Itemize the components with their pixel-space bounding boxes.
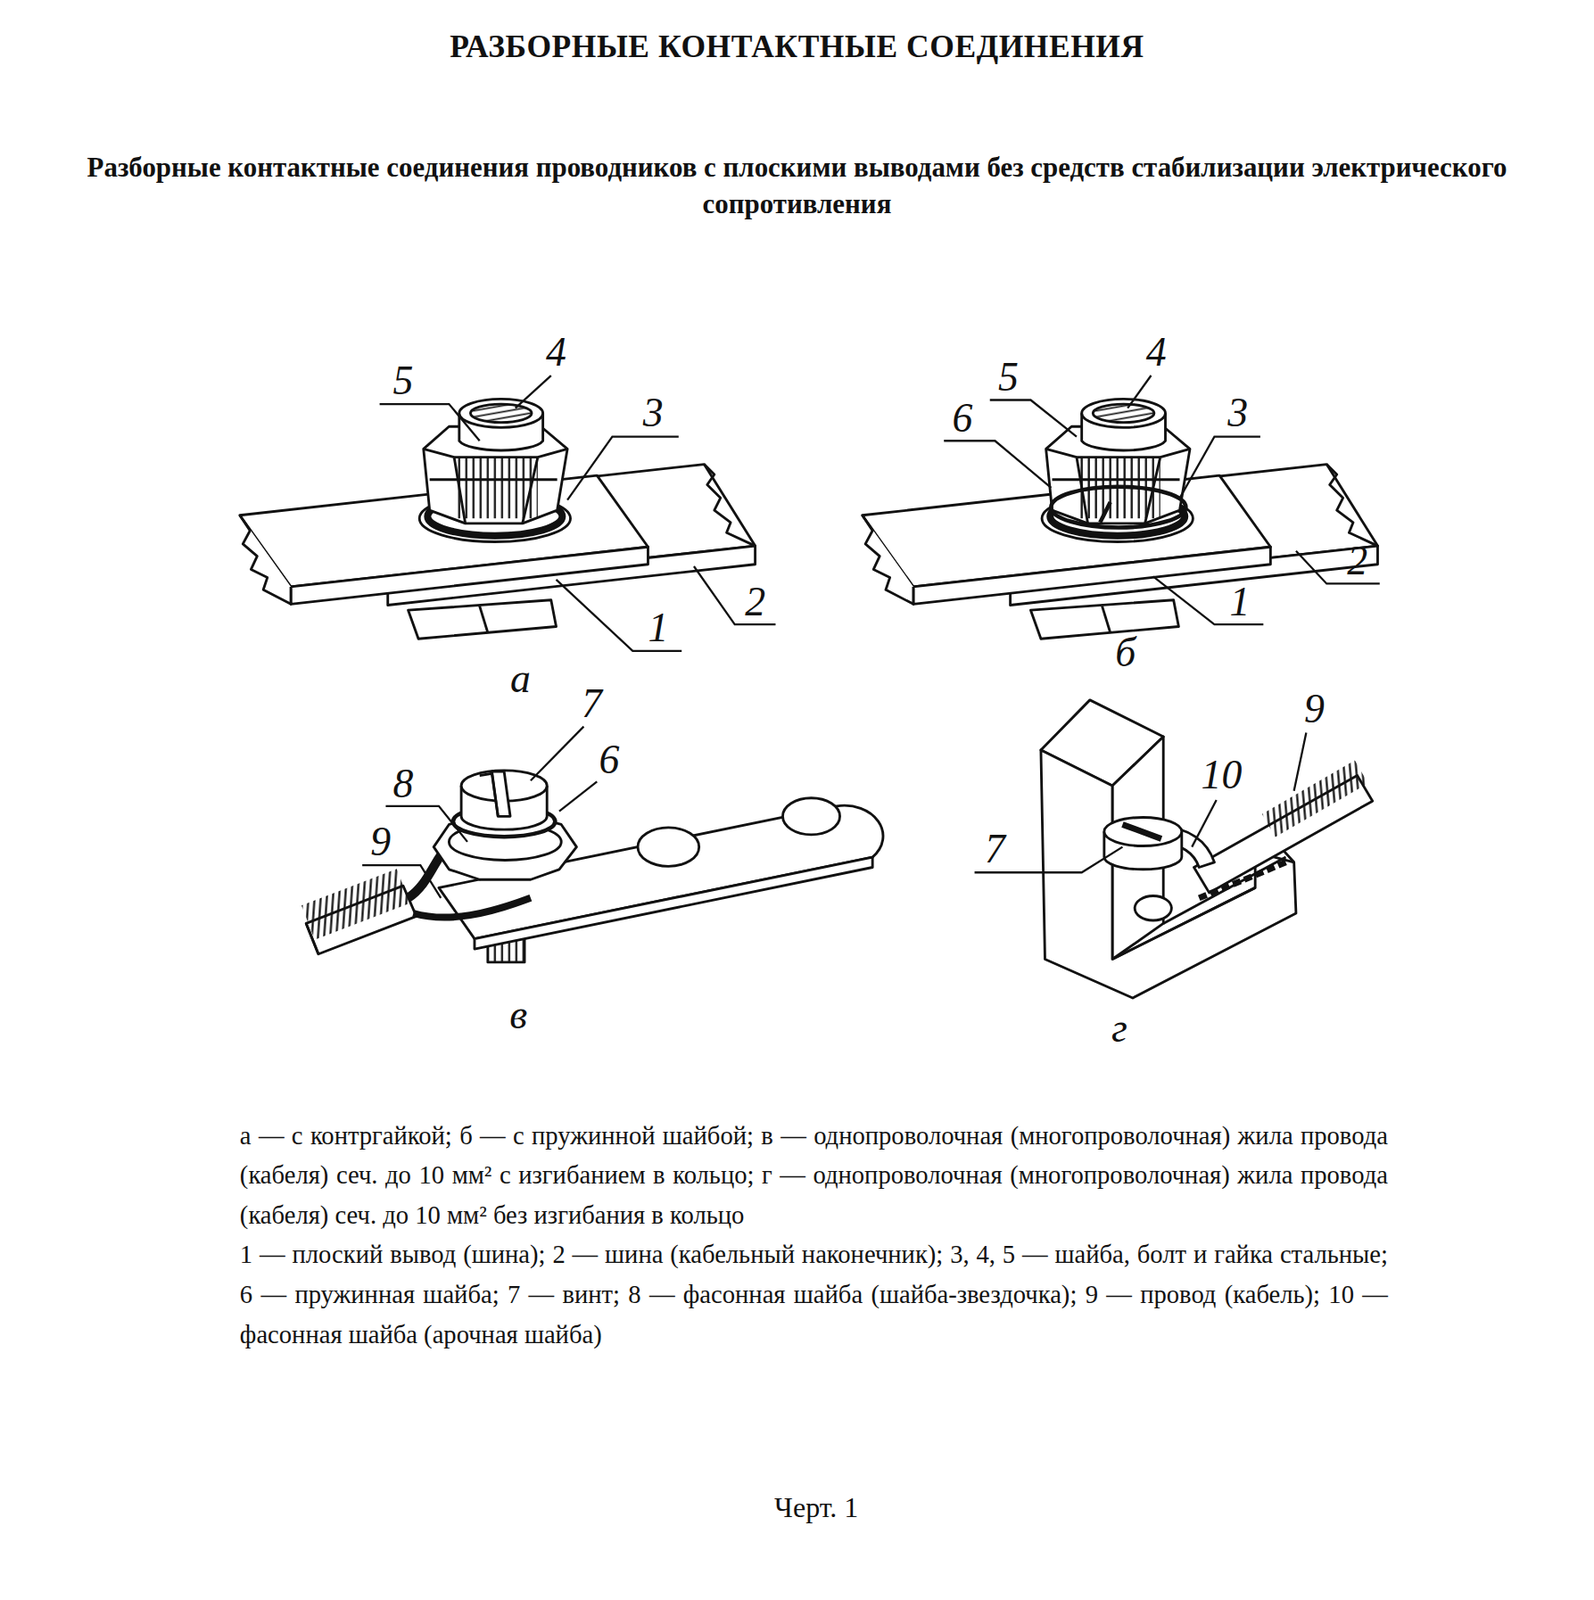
figure-letter: г xyxy=(1111,1007,1128,1049)
callout-number: 6 xyxy=(951,397,973,439)
callout-number: 7 xyxy=(581,684,603,726)
callout-number: 4 xyxy=(545,331,567,373)
drawing-number: Черт. 1 xyxy=(774,1492,859,1526)
callout-number: 9 xyxy=(1304,688,1325,730)
parts-list: 1 — плоский вывод (шина); 2 — шина (кабе… xyxy=(239,1234,1388,1355)
callout-number: 4 xyxy=(1146,331,1167,373)
text-column: а — с контргайкой; б — с пружинной шайбо… xyxy=(239,1115,1388,1355)
figure-letter: в xyxy=(509,995,528,1037)
callout-number: 5 xyxy=(392,360,413,402)
callout-number: 2 xyxy=(744,581,766,623)
callout-number: 6 xyxy=(599,739,620,781)
callout-number: 5 xyxy=(998,356,1019,398)
callout-number: 3 xyxy=(1227,392,1248,434)
subtitle: Разборные контактные соединения проводни… xyxy=(20,148,1574,223)
callout-number: 3 xyxy=(643,392,664,434)
callout-number: 10 xyxy=(1201,755,1243,797)
title: РАЗБОРНЫЕ КОНТАКТНЫЕ СОЕДИНЕНИЯ xyxy=(449,28,1144,66)
figure-letter: б xyxy=(1114,632,1136,674)
callout-number: 9 xyxy=(370,821,391,863)
bracket-connection xyxy=(1040,700,1373,999)
callout-number: 1 xyxy=(1230,581,1251,623)
callout-number: 1 xyxy=(647,607,669,649)
lug-connection xyxy=(301,770,884,963)
caption: а — с контргайкой; б — с пружинной шайбо… xyxy=(239,1115,1388,1236)
leader-lines xyxy=(362,375,1380,899)
callout-number: 2 xyxy=(1346,540,1368,582)
bolted-joint xyxy=(239,398,756,639)
bolted-joint-spring-washer xyxy=(862,398,1379,639)
callout-number: 8 xyxy=(392,763,413,805)
callout-number: 7 xyxy=(984,828,1006,870)
figure-letter: а xyxy=(510,658,531,700)
